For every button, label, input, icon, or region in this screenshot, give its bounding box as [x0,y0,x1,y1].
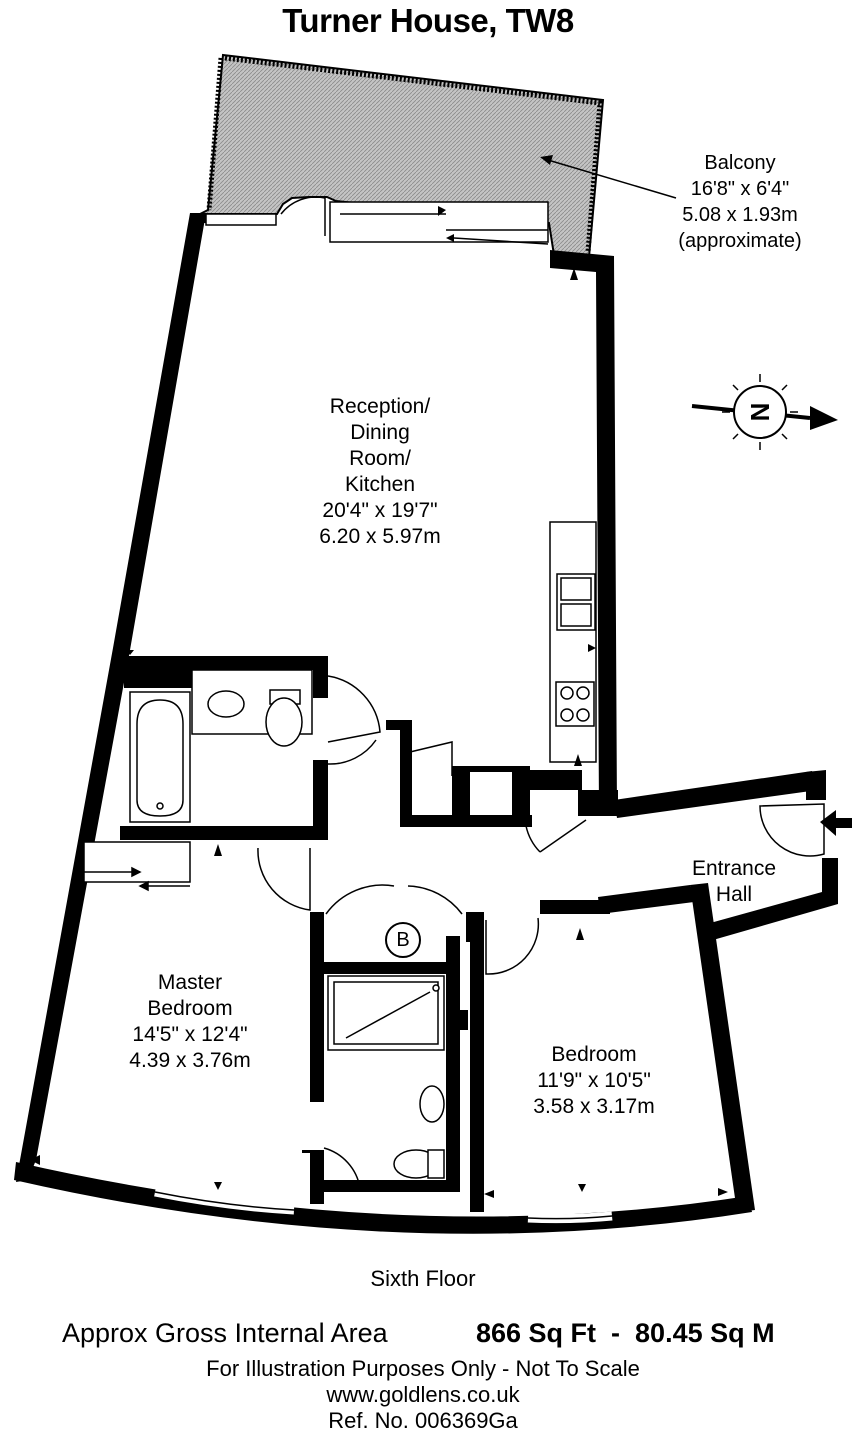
exterior-walls [14,213,838,1234]
area-summary: Approx Gross Internal Area 866 Sq Ft - 8… [62,1318,822,1352]
website-link[interactable]: www.goldlens.co.uk [326,1382,520,1407]
master-name-2: Bedroom [147,997,233,1020]
balcony-name: Balcony [704,152,776,174]
entrance-name-2: Hall [715,883,753,906]
doors [257,675,825,1189]
kitchen-units [549,521,597,763]
markers [30,268,728,1198]
bedroom-name: Bedroom [551,1043,637,1066]
windows [154,201,613,1224]
bedroom-imperial: 11'9" x 10'5" [537,1069,651,1092]
reception-name-2: Dining [350,421,410,444]
balcony-note: (approximate) [678,230,802,252]
bedroom-label: Bedroom 11'9" x 10'5" 3.58 x 3.17m [494,1042,694,1120]
master-metric: 4.39 x 3.76m [129,1049,251,1072]
master-imperial: 14'5" x 12'4" [132,1023,248,1046]
reception-name-1: Reception/ [329,395,431,418]
balcony-imperial: 16'8" x 6'4" [690,178,790,200]
boiler-marker: B [385,922,421,958]
floor-name: Sixth Floor [370,1266,476,1291]
bedroom-metric: 3.58 x 3.17m [533,1095,655,1118]
compass-label: N [745,403,775,422]
wardrobe [83,841,191,892]
entrance-label: Entrance Hall [664,856,804,908]
entrance-name-1: Entrance [691,857,777,880]
disclaimer: For Illustration Purposes Only - Not To … [206,1356,640,1381]
page-title: Turner House, TW8 [282,2,574,39]
reception-name-4: Kitchen [344,473,416,496]
balcony-label: Balcony 16'8" x 6'4" 5.08 x 1.93m (appro… [640,150,840,254]
entrance-arrow [820,810,852,836]
reception-imperial: 20'4" x 19'7" [322,499,438,522]
reception-metric: 6.20 x 5.97m [319,525,441,548]
reception-name-3: Room/ [349,447,411,470]
reference-number: Ref. No. 006369Ga [328,1408,518,1433]
balcony-metric: 5.08 x 1.93m [682,204,798,226]
balcony-door [280,196,326,236]
master-bedroom-label: Master Bedroom 14'5" x 12'4" 4.39 x 3.76… [90,970,290,1074]
master-name-1: Master [157,971,223,994]
balcony-pointer [540,155,677,199]
area-label: Approx Gross Internal Area [62,1318,388,1348]
area-value: 866 Sq Ft - 80.45 Sq M [476,1318,775,1348]
reception-label: Reception/ Dining Room/ Kitchen 20'4" x … [280,394,480,550]
interior-walls [120,656,610,1212]
bathroom-fixtures [129,669,445,1179]
compass-icon: N [691,374,838,450]
